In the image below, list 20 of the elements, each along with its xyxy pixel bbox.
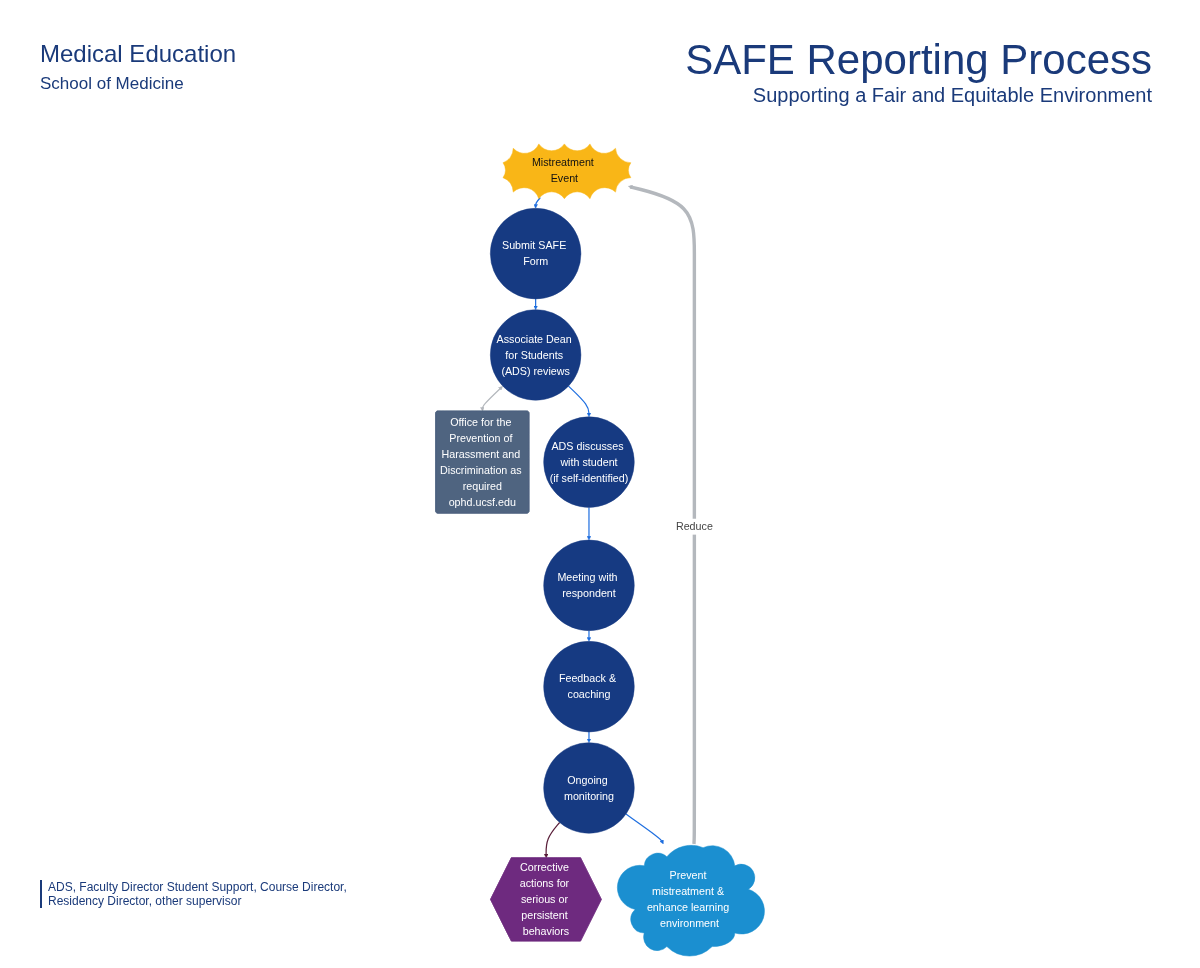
node-circle: Feedback & coaching: [543, 641, 635, 733]
node-circle: Ongoing monitoring: [543, 742, 635, 834]
node-circle: ADS discusses with student (if self-identified): [543, 416, 635, 508]
arrow: [567, 385, 592, 417]
subtitle: Supporting a Fair and Equitable Environment: [751, 84, 1152, 107]
arrow: [625, 813, 664, 845]
arrow: [586, 506, 592, 541]
note-text: ADS, Faculty Director Student Support, Course Director, Residency Director, other supervisor: [48, 880, 348, 908]
edge-label: Reduce: [675, 520, 713, 533]
header-subtext: School of Medicine: [40, 74, 185, 94]
node-circle: Submit SAFE Form: [490, 208, 582, 300]
arrow: [586, 630, 592, 642]
arrow: [544, 821, 561, 859]
title: SAFE Reporting Process: [685, 36, 1152, 84]
arrow: [586, 731, 592, 743]
arrow: [480, 386, 503, 412]
arrow: [628, 185, 697, 845]
node-circle: Associate Dean for Students (ADS) reviews: [490, 309, 582, 401]
node-circle: Meeting with respondent: [543, 539, 635, 631]
header-text: Medical Education: [40, 40, 237, 68]
